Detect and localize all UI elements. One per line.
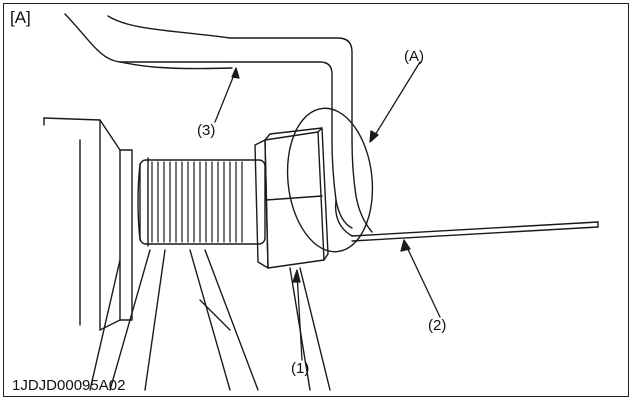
leader-arrows: [214, 61, 441, 361]
upper-housing: [64, 13, 233, 70]
callout-A: (A): [404, 48, 424, 65]
callout-1: (1): [291, 360, 310, 377]
bracket-3: [229, 37, 373, 237]
washer: [254, 139, 269, 269]
arrowhead-2: [400, 239, 411, 252]
leader-1: [296, 272, 303, 361]
callout-3: (3): [197, 122, 216, 139]
bolt-thread-lines: [151, 161, 243, 243]
lower-frame: [89, 249, 331, 391]
arrowhead-1: [292, 269, 301, 283]
leader-3: [214, 69, 237, 123]
plate-2: [351, 221, 599, 242]
arrowhead-A: [369, 130, 379, 143]
image-code: 1JDJD00095A02: [12, 377, 126, 394]
panel-label: [A]: [10, 8, 31, 27]
callout-2: (2): [428, 317, 447, 334]
leader-A: [371, 61, 421, 141]
bolt-shank: [137, 157, 266, 247]
arrowhead-3: [231, 67, 240, 79]
detail-circle-A: [286, 107, 374, 253]
leader-2: [404, 242, 441, 318]
left-block: [43, 117, 133, 331]
